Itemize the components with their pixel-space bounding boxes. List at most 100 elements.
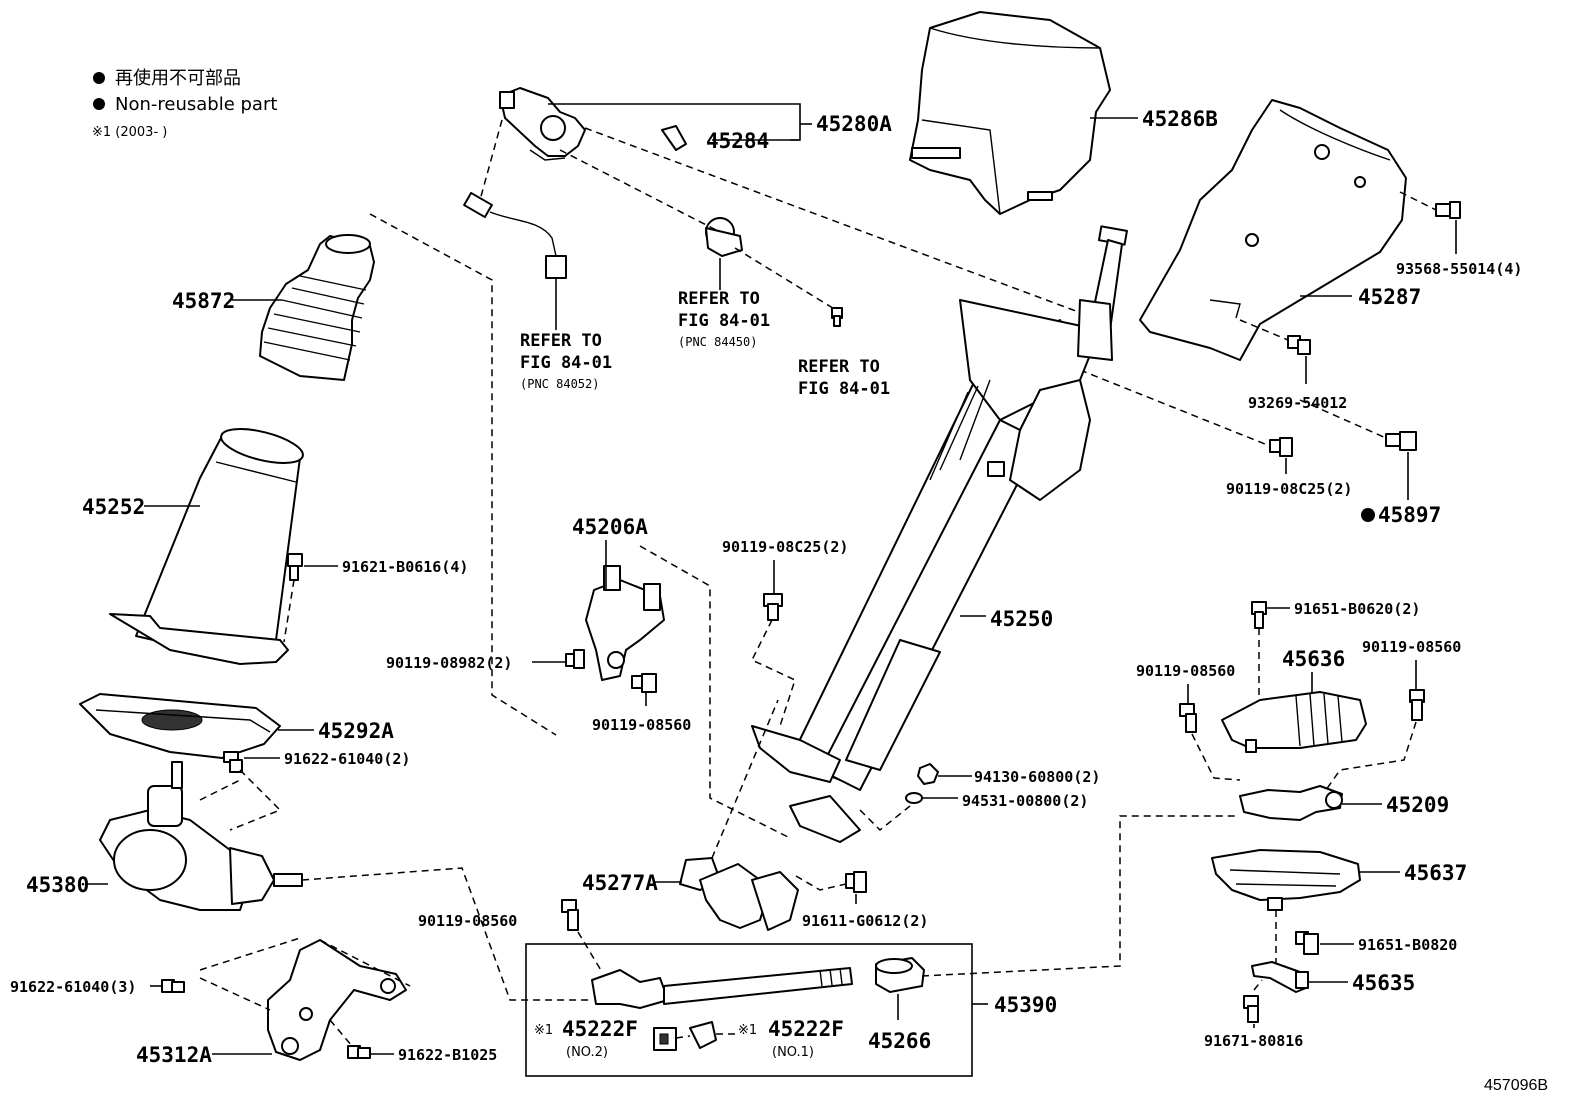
legend-japanese: 再使用不可部品	[115, 68, 241, 89]
label-90119-08560-r2: 90119-08560	[1362, 638, 1461, 656]
label-45390: 45390	[994, 993, 1057, 1017]
label-90119-08982: 90119-08982(2)	[386, 654, 512, 672]
label-94130-60800: 94130-60800(2)	[974, 768, 1100, 786]
part-45636-cover	[1221, 691, 1367, 753]
ref-text-2: FIG 84-01	[678, 311, 770, 331]
label-45872: 45872	[172, 289, 235, 313]
label-45250: 45250	[990, 607, 1053, 631]
label-90119-08C25-mid: 90119-08C25(2)	[722, 538, 848, 556]
part-45637-cover	[1211, 849, 1361, 911]
bolt-icon	[287, 553, 303, 581]
label-45897: 45897	[1378, 503, 1441, 527]
bolt-icon	[1409, 689, 1425, 721]
bolt-icon	[631, 673, 657, 693]
label-91622-B1025: 91622-B1025	[398, 1046, 497, 1064]
label-94531-00800: 94531-00800(2)	[962, 792, 1088, 810]
legend: 再使用不可部品 Non-reusable part ※1 (2003- )	[92, 68, 277, 140]
label-90119-08560-low: 90119-08560	[418, 912, 517, 930]
label-45312A: 45312A	[136, 1043, 212, 1067]
part-45222F-no2-clip	[653, 1027, 677, 1051]
part-45872-boot	[259, 234, 375, 381]
non-reusable-bullet-icon	[1361, 508, 1375, 522]
label-no2: (NO.2)	[566, 1045, 608, 1060]
label-45286B: 45286B	[1142, 107, 1218, 131]
ref-text-1: REFER TO	[520, 331, 602, 351]
label-91621-B0616: 91621-B0616(4)	[342, 558, 468, 576]
label-91651-B0620: 91651-B0620(2)	[1294, 600, 1420, 618]
ref-text-3: REFER TO	[798, 357, 880, 377]
bolt-icon	[223, 751, 243, 773]
label-45280A: 45280A	[816, 112, 892, 136]
legend-non-reusable: Non-reusable part	[115, 94, 277, 115]
ref-text-1: FIG 84-01	[520, 353, 612, 373]
bolt-icon	[1251, 601, 1267, 629]
label-91622-61040-3: 91622-61040(3)	[10, 978, 136, 996]
label-45287: 45287	[1358, 285, 1421, 309]
key-cylinder	[705, 217, 743, 257]
figure-id: 457096B	[1484, 1077, 1548, 1094]
ref-text-2: REFER TO	[678, 289, 760, 309]
mark-2003: ※1	[534, 1023, 553, 1038]
part-45635-bracket	[1251, 961, 1309, 993]
label-45637: 45637	[1404, 861, 1467, 885]
label-45222F-no2: 45222F	[562, 1017, 638, 1041]
label-90119-08560-mid: 90119-08560	[592, 716, 691, 734]
bolt-icon	[763, 593, 783, 621]
label-45380: 45380	[26, 873, 89, 897]
part-45284-pin	[661, 125, 687, 151]
part-45286B-upper-cover	[909, 11, 1111, 215]
label-45209: 45209	[1386, 793, 1449, 817]
bolt-icon	[1295, 931, 1319, 955]
label-45252: 45252	[82, 495, 145, 519]
label-45636: 45636	[1282, 647, 1345, 671]
label-45277A: 45277A	[582, 871, 658, 895]
bolt-icon	[565, 649, 585, 669]
label-45222F-no1: 45222F	[768, 1017, 844, 1041]
label-no1: (NO.1)	[772, 1045, 814, 1060]
label-91671-80816: 91671-80816	[1204, 1032, 1303, 1050]
non-reusable-bullet-icon	[93, 72, 105, 84]
legend-date-note: ※1 (2003- )	[92, 125, 167, 140]
bolt-icon	[1385, 431, 1417, 451]
wire-harness	[463, 191, 567, 279]
part-45312A-bracket	[267, 939, 407, 1061]
ref-text-1: (PNC 84052)	[520, 377, 599, 391]
bolt-icon	[1435, 201, 1461, 219]
part-45266-bushing	[875, 957, 925, 993]
label-45266: 45266	[868, 1029, 931, 1053]
bolt-icon	[1269, 437, 1293, 457]
nut-icon	[917, 763, 939, 785]
mark-2003: ※1	[738, 1023, 757, 1038]
bolt-icon	[1287, 335, 1311, 355]
label-90119-08C25-right: 90119-08C25(2)	[1226, 480, 1352, 498]
part-45280A-switch	[499, 87, 586, 161]
washer-icon	[905, 792, 923, 804]
assembly-box-45390	[525, 943, 973, 1077]
part-45252-tube	[109, 428, 304, 665]
bolt-icon	[347, 1045, 371, 1059]
label-93568-55014: 93568-55014(4)	[1396, 260, 1522, 278]
label-91611-G0612: 91611-G0612(2)	[802, 912, 928, 930]
ref-text-2: (PNC 84450)	[678, 335, 757, 349]
label-45635: 45635	[1352, 971, 1415, 995]
part-45250-steering-column	[751, 225, 1128, 843]
screw-icon	[831, 307, 843, 327]
bolt-icon	[161, 979, 185, 993]
part-45209-joint	[1239, 785, 1343, 821]
label-91651-B0820: 91651-B0820	[1358, 936, 1457, 954]
label-45284: 45284	[706, 129, 769, 153]
part-45380-gearbox	[99, 761, 303, 911]
part-45292A-plate	[79, 693, 281, 759]
label-90119-08560-r1: 90119-08560	[1136, 662, 1235, 680]
part-45277A-bracket	[679, 857, 799, 931]
bolt-icon	[1179, 703, 1197, 733]
bolt-icon	[1243, 995, 1259, 1023]
label-93269-54012: 93269-54012	[1248, 394, 1347, 412]
label-45206A: 45206A	[572, 515, 648, 539]
label-91622-61040-2: 91622-61040(2)	[284, 750, 410, 768]
part-45287-lower-cover	[1139, 99, 1407, 361]
ref-text-3: FIG 84-01	[798, 379, 890, 399]
bolt-icon	[845, 871, 867, 893]
part-45206A-bracket	[585, 565, 665, 681]
